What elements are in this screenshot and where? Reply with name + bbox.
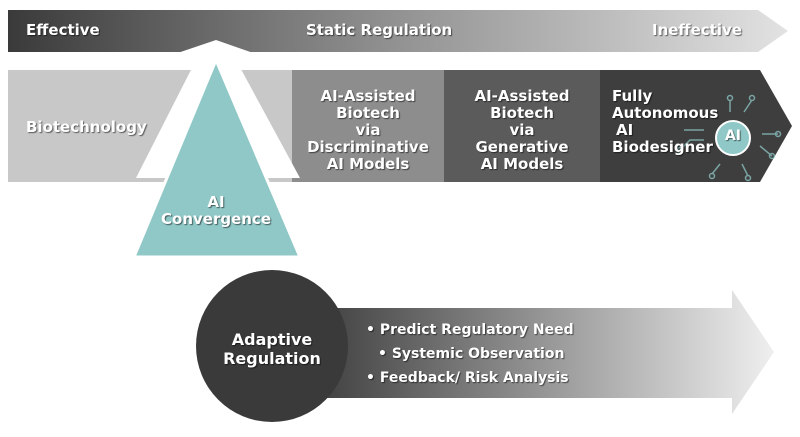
stage-generative-label: AI-Assisted Biotech via Generative AI Mo…	[474, 87, 570, 173]
static-regulation-arrow	[8, 10, 788, 52]
stage-discriminative-box	[292, 70, 444, 182]
adaptive-bullet-list: • Predict Regulatory Need • Systemic Obs…	[366, 318, 574, 390]
stage-discriminative-label: AI-Assisted Biotech via Discriminative A…	[307, 87, 429, 173]
adaptive-regulation-circle	[196, 270, 348, 422]
stage-biotechnology-label: Biotechnology	[26, 118, 147, 136]
ai-convergence-label: AI Convergence	[161, 193, 271, 228]
adaptive-arrow	[300, 290, 774, 414]
bullet-item: • Systemic Observation	[378, 346, 565, 362]
effective-label: Effective	[26, 21, 100, 39]
ineffective-label: Ineffective	[652, 21, 742, 39]
stage-generative-box	[444, 70, 600, 182]
bullet-item: • Predict Regulatory Need	[366, 322, 574, 338]
circuit-decoration	[676, 94, 782, 182]
stage-autonomous-label: Fully Autonomous AI Biodesigner	[612, 87, 719, 156]
ai-convergence-triangle	[131, 56, 303, 259]
adaptive-regulation-label: Adaptive Regulation	[223, 330, 321, 368]
ai-badge-label: AI	[724, 128, 742, 144]
bullet-item: • Feedback/ Risk Analysis	[366, 370, 569, 386]
ai-badge-icon	[715, 120, 751, 156]
static-regulation-label: Static Regulation	[306, 21, 453, 39]
stage-autonomous-box	[600, 70, 792, 182]
